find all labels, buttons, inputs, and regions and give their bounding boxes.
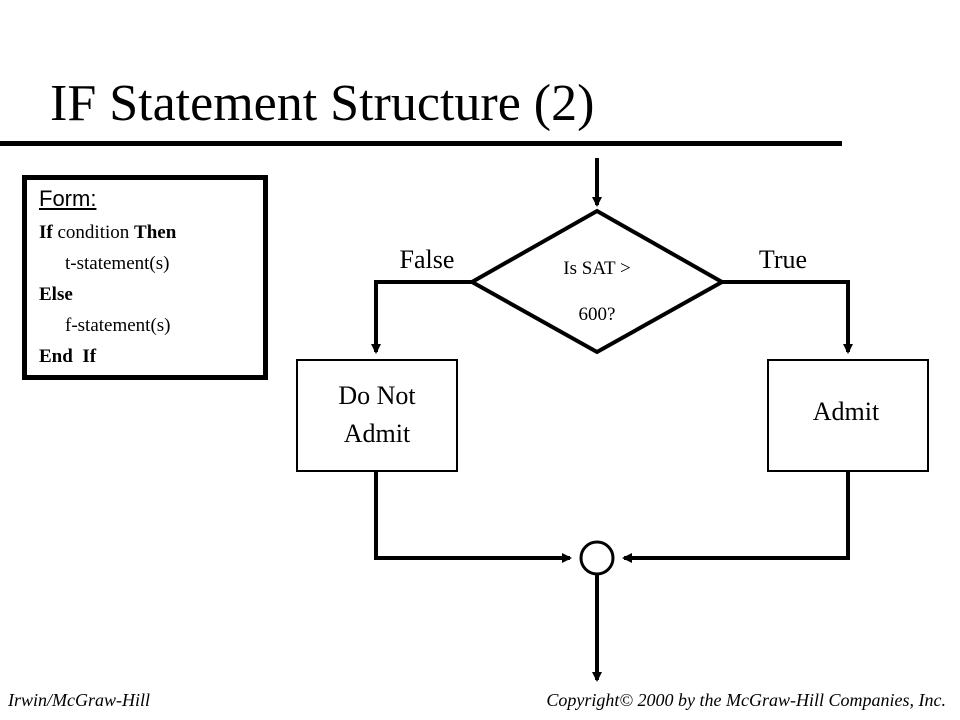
decision-text-line1: Is SAT > bbox=[563, 258, 630, 279]
admit-text: Admit bbox=[813, 397, 880, 426]
title-underline bbox=[0, 141, 842, 146]
slide-title: IF Statement Structure (2) bbox=[50, 75, 595, 132]
do-not-admit-box bbox=[296, 359, 458, 472]
false-branch-connector bbox=[371, 280, 472, 354]
true-merge-connector bbox=[622, 471, 850, 563]
form-line-t-statement: t-statement(s) bbox=[65, 253, 170, 274]
form-line-end-if: End If bbox=[39, 346, 96, 368]
true-branch-connector bbox=[722, 280, 853, 354]
false-merge-connector bbox=[374, 471, 572, 563]
form-syntax-box: Form: If condition Then t-statement(s) E… bbox=[22, 175, 268, 380]
do-not-admit-line1: Do Not bbox=[338, 381, 416, 410]
true-label: True bbox=[759, 245, 807, 274]
footer-publisher: Irwin/McGraw-Hill bbox=[8, 690, 150, 710]
end-keyword: End bbox=[39, 346, 73, 367]
endif-keyword: If bbox=[82, 346, 97, 367]
false-label: False bbox=[400, 245, 455, 274]
form-line-f-statement: f-statement(s) bbox=[65, 315, 171, 336]
decision-diamond bbox=[467, 208, 727, 355]
then-keyword: Then bbox=[134, 222, 177, 243]
form-line-if: If condition Then bbox=[39, 222, 176, 244]
if-keyword: If bbox=[39, 222, 53, 243]
footer-copyright: Copyright© 2000 by the McGraw-Hill Compa… bbox=[546, 690, 946, 710]
form-heading: Form: bbox=[39, 186, 97, 211]
do-not-admit-line2: Admit bbox=[344, 419, 411, 448]
decision-text-line2: 600? bbox=[579, 304, 616, 325]
form-line-else: Else bbox=[39, 284, 73, 305]
merge-connector-circle bbox=[579, 540, 615, 576]
condition-word: condition bbox=[57, 222, 130, 243]
